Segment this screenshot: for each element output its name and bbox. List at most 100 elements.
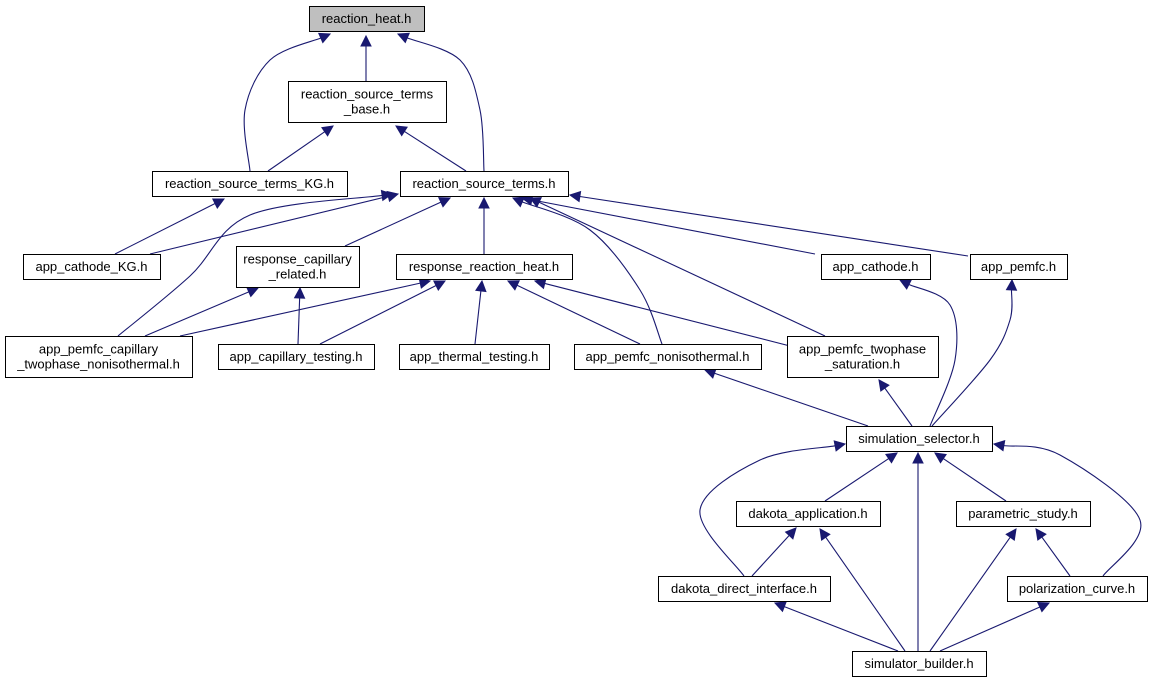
node-label: simulation_selector.h xyxy=(858,431,979,446)
node-label: reaction_heat.h xyxy=(322,11,412,26)
node-label: parametric_study.h xyxy=(968,506,1078,521)
node-box[interactable] xyxy=(1007,576,1148,602)
node-reaction-heat[interactable]: reaction_heat.h xyxy=(309,6,425,32)
node-label: reaction_source_terms_KG.h xyxy=(165,176,334,191)
node-app-therm-test[interactable]: app_thermal_testing.h xyxy=(399,344,550,370)
edge-line xyxy=(179,282,421,337)
node-app-cathode-kg[interactable]: app_cathode_KG.h xyxy=(23,254,161,280)
edge-line xyxy=(117,194,383,337)
edge-sim_builder-to-dakota_direct xyxy=(773,601,899,652)
edge-line xyxy=(1003,445,1142,577)
edge-arrowhead xyxy=(511,196,525,208)
node-box[interactable] xyxy=(970,254,1068,280)
node-box[interactable] xyxy=(821,254,931,280)
edge-line xyxy=(939,606,1041,652)
node-box[interactable] xyxy=(218,344,375,370)
edge-line xyxy=(579,195,969,257)
node-polar-curve[interactable]: polarization_curve.h xyxy=(1007,576,1148,602)
node-box[interactable] xyxy=(846,426,993,452)
edge-arrowhead xyxy=(432,280,446,291)
node-label: _twophase_nonisothermal.h xyxy=(16,357,180,372)
edge-line xyxy=(243,37,322,172)
node-label: _saturation.h xyxy=(824,357,900,372)
node-app-pemfc[interactable]: app_pemfc.h xyxy=(970,254,1068,280)
node-box[interactable] xyxy=(736,501,881,527)
node-box[interactable] xyxy=(23,254,161,280)
node-box[interactable] xyxy=(152,171,348,197)
edge-sim_builder-to-sim_selector xyxy=(912,451,924,651)
edge-line xyxy=(114,203,216,255)
node-app-cap-test[interactable]: app_capillary_testing.h xyxy=(218,344,375,370)
edge-line xyxy=(267,131,326,172)
node-label: polarization_curve.h xyxy=(1019,581,1135,596)
edge-resp_cap-to-rst xyxy=(344,197,452,247)
node-label: response_capillary xyxy=(243,252,352,267)
edge-line xyxy=(929,536,1011,652)
node-box[interactable] xyxy=(852,651,987,677)
edge-line xyxy=(297,297,301,345)
node-label: app_cathode_KG.h xyxy=(35,259,147,274)
node-box[interactable] xyxy=(658,576,831,602)
node-box[interactable] xyxy=(309,6,425,32)
edge-line xyxy=(824,458,889,502)
edge-arrowhead xyxy=(819,528,831,541)
edge-arrowhead xyxy=(833,440,847,452)
node-box[interactable] xyxy=(288,81,447,123)
edge-app_pemfc_twophase-to-rst xyxy=(528,197,826,337)
node-label: reaction_source_terms xyxy=(301,87,434,102)
edge-app_pemfc_cap-to-resp_cap xyxy=(144,286,260,337)
node-box[interactable] xyxy=(400,171,569,197)
node-app-cathode[interactable]: app_cathode.h xyxy=(821,254,931,280)
node-label: app_pemfc_nonisothermal.h xyxy=(585,349,749,364)
node-box[interactable] xyxy=(956,501,1091,527)
edge-arrowhead xyxy=(773,601,787,613)
node-label: app_thermal_testing.h xyxy=(410,349,539,364)
node-dakota-app[interactable]: dakota_application.h xyxy=(736,501,881,527)
node-label: simulator_builder.h xyxy=(864,656,973,671)
edge-line xyxy=(319,285,437,345)
node-rst-base[interactable]: reaction_source_terms_base.h xyxy=(288,81,447,123)
node-label: app_capillary_testing.h xyxy=(230,349,363,364)
edge-sim_builder-to-polar_curve xyxy=(939,601,1051,652)
node-app-pemfc-cap[interactable]: app_pemfc_capillary_twophase_nonisotherm… xyxy=(5,336,193,378)
node-param-study[interactable]: parametric_study.h xyxy=(956,501,1091,527)
node-app-pemfc-twophase[interactable]: app_pemfc_twophase_saturation.h xyxy=(787,336,939,378)
node-box[interactable] xyxy=(396,254,573,280)
edge-arrowhead xyxy=(533,277,547,290)
node-box[interactable] xyxy=(787,336,939,378)
node-box[interactable] xyxy=(236,246,360,288)
node-label: dakota_application.h xyxy=(748,506,867,521)
node-box[interactable] xyxy=(5,336,193,378)
edge-arrowhead xyxy=(878,379,890,392)
edge-line xyxy=(344,201,442,247)
edge-line xyxy=(474,290,482,345)
edge-line xyxy=(144,291,250,337)
edge-arrowhead xyxy=(568,190,582,203)
node-app-pemfc-noniso[interactable]: app_pemfc_nonisothermal.h xyxy=(574,344,762,370)
edge-arrowhead xyxy=(934,452,947,464)
node-sim-builder[interactable]: simulator_builder.h xyxy=(852,651,987,677)
node-dakota-direct[interactable]: dakota_direct_interface.h xyxy=(658,576,831,602)
edge-rst_kg-to-rst_base xyxy=(267,125,334,172)
edge-arrowhead xyxy=(246,286,260,298)
edge-sim_selector-to-app_pemfc_twophase xyxy=(878,379,913,427)
node-box[interactable] xyxy=(399,344,550,370)
edge-line xyxy=(699,445,836,577)
node-sim-selector[interactable]: simulation_selector.h xyxy=(846,426,993,452)
node-resp-cap[interactable]: response_capillary_related.h xyxy=(236,246,360,288)
node-resp-heat[interactable]: response_reaction_heat.h xyxy=(396,254,573,280)
node-rst[interactable]: reaction_source_terms.h xyxy=(400,171,569,197)
edge-dakota_direct-to-dakota_app xyxy=(751,527,797,577)
node-label: app_pemfc_twophase xyxy=(799,342,926,357)
edge-rst-to-rst_base xyxy=(395,125,467,172)
edge-arrowhead xyxy=(321,125,334,137)
node-rst-kg[interactable]: reaction_source_terms_KG.h xyxy=(152,171,348,197)
edge-app_pemfc_noniso-to-resp_heat xyxy=(506,280,641,345)
edge-polar_curve-to-sim_selector xyxy=(992,439,1142,577)
edge-arrowhead xyxy=(293,286,306,299)
edge-app_therm_test-to-resp_heat xyxy=(474,279,487,345)
edge-arrowhead xyxy=(318,32,332,44)
edge-dakota_direct-to-sim_selector xyxy=(699,440,847,577)
node-box[interactable] xyxy=(574,344,762,370)
edge-arrowhead xyxy=(1005,278,1018,291)
